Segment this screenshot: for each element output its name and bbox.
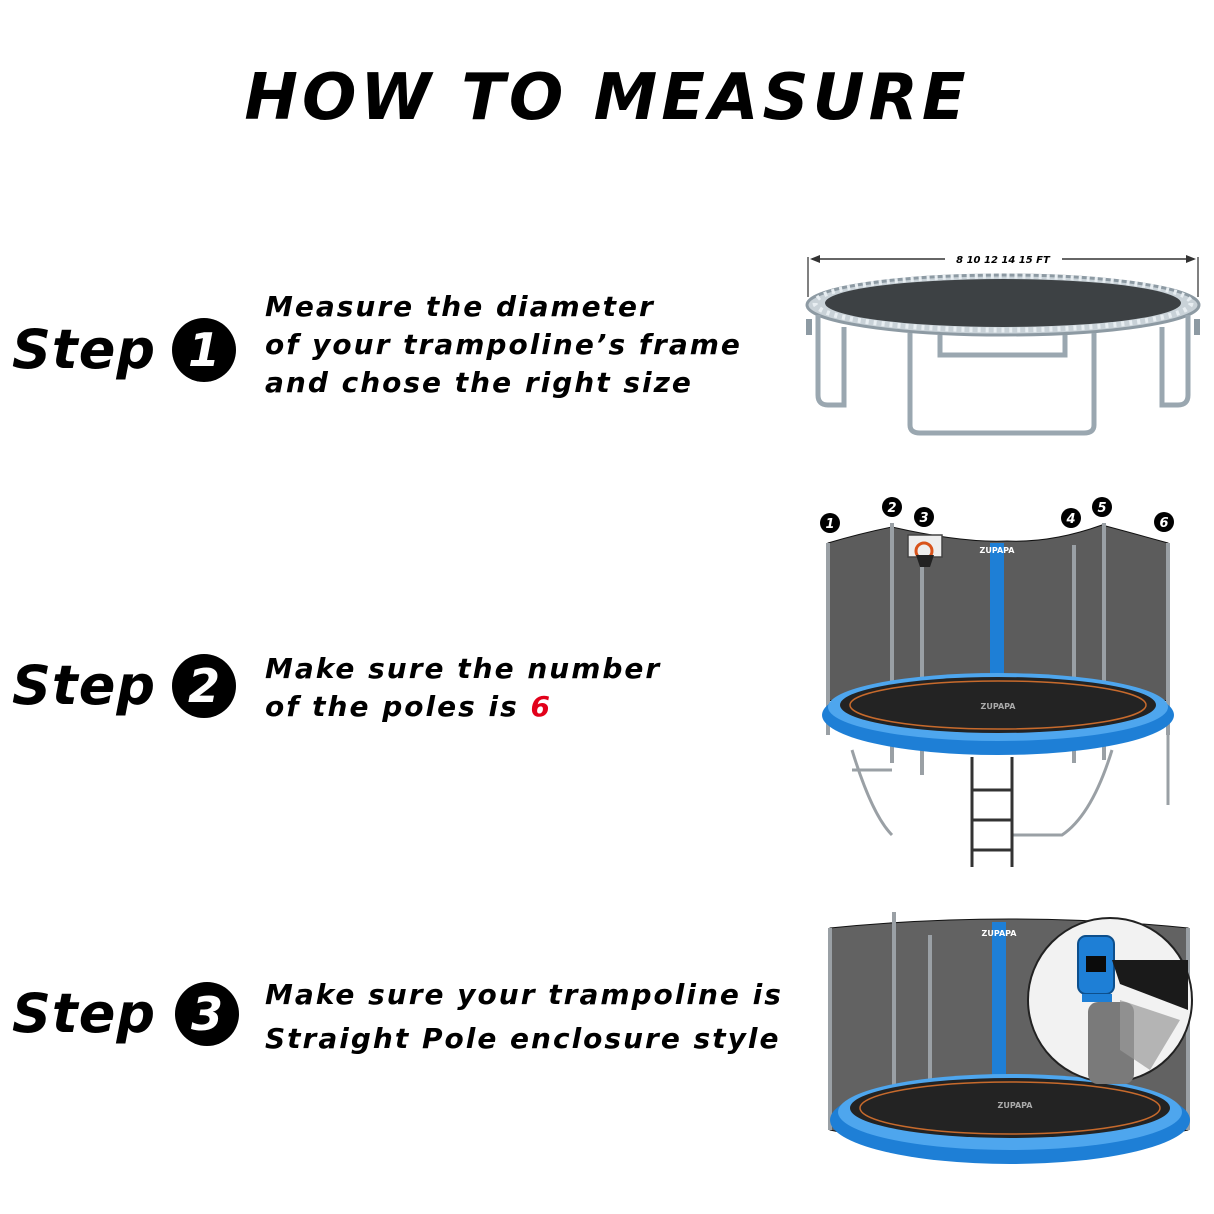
pole-number-6: 6 bbox=[1159, 516, 1168, 531]
step2-line2-text: of the poles is bbox=[265, 690, 531, 723]
pole-number-4: 4 bbox=[1065, 512, 1075, 527]
step2-label: Step bbox=[12, 654, 156, 717]
step3-line2: Straight Pole enclosure style bbox=[265, 1022, 781, 1055]
pole-number-5: 5 bbox=[1097, 501, 1106, 516]
step2-number-badge: 2 bbox=[172, 654, 236, 718]
pole-number-2: 2 bbox=[887, 501, 896, 516]
step2-text: Make sure the number of the poles is 6 bbox=[265, 650, 661, 726]
step1-text: Measure the diameter of your trampoline’… bbox=[265, 288, 742, 402]
pole-number-1: 1 bbox=[825, 517, 834, 532]
straight-pole-enclosure-image: ZUPAPA ZUPAPA bbox=[828, 912, 1193, 1164]
step1-line1: Measure the diameter bbox=[265, 290, 655, 323]
step2-line2: of the poles is 6 bbox=[265, 688, 661, 726]
step2-line1: Make sure the number bbox=[265, 652, 662, 685]
mat-brand-label: ZUPAPA bbox=[981, 702, 1017, 711]
step1-number-badge: 1 bbox=[172, 318, 236, 382]
net-brand-label: ZUPAPA bbox=[982, 929, 1018, 938]
mat-brand-label: ZUPAPA bbox=[998, 1101, 1034, 1110]
step3-label: Step bbox=[12, 982, 156, 1045]
trampoline-frame-image: 8 10 12 14 15 FT bbox=[805, 255, 1201, 436]
step3-line1: Make sure your trampoline is bbox=[265, 978, 783, 1011]
pole-number-3: 3 bbox=[919, 511, 928, 526]
step3-text: Make sure your trampoline is Straight Po… bbox=[265, 976, 783, 1058]
pole-count-highlight: 6 bbox=[530, 690, 552, 723]
step1-line3: and chose the right size bbox=[265, 366, 693, 399]
page-title: HOW TO MEASURE bbox=[244, 61, 970, 135]
step1-line2: of your trampoline’s frame bbox=[265, 328, 742, 361]
net-brand-label: ZUPAPA bbox=[980, 546, 1016, 555]
step3-number-badge: 3 bbox=[175, 982, 239, 1046]
step1-label: Step bbox=[12, 318, 156, 381]
dimension-label: 8 10 12 14 15 FT bbox=[956, 255, 1051, 266]
trampoline-enclosure-image: ZUPAPA ZUPAPA 1 2 3 4 5 6 bbox=[820, 497, 1174, 867]
